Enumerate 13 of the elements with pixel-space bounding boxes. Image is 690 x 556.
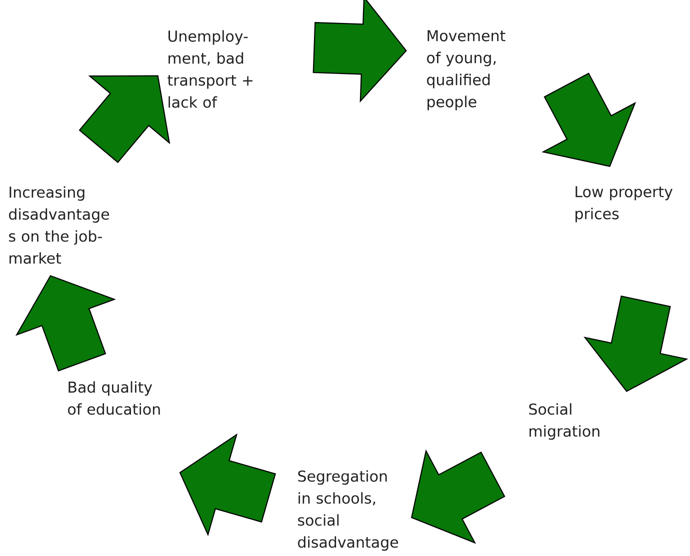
- cycle-label: Social migration: [529, 403, 600, 440]
- cycle-label: Low property prices: [576, 186, 672, 222]
- block-arrow: [179, 433, 276, 536]
- cycle-label: Bad quality of education: [68, 381, 160, 415]
- cycle-label: Increasing disadvantage s on the job- market: [9, 186, 110, 264]
- block-arrow: [584, 296, 688, 392]
- block-arrow: [542, 72, 636, 167]
- cycle-label: Segregation in schools, social disadvantage: [298, 470, 398, 551]
- block-arrow: [410, 449, 506, 544]
- cycle-label: Unemploy- ment, bad transport + lack of: [168, 30, 252, 108]
- block-arrow: [15, 275, 116, 372]
- block-arrow: [312, 0, 407, 103]
- cycle-label: Movement of young, qualified people: [427, 30, 506, 110]
